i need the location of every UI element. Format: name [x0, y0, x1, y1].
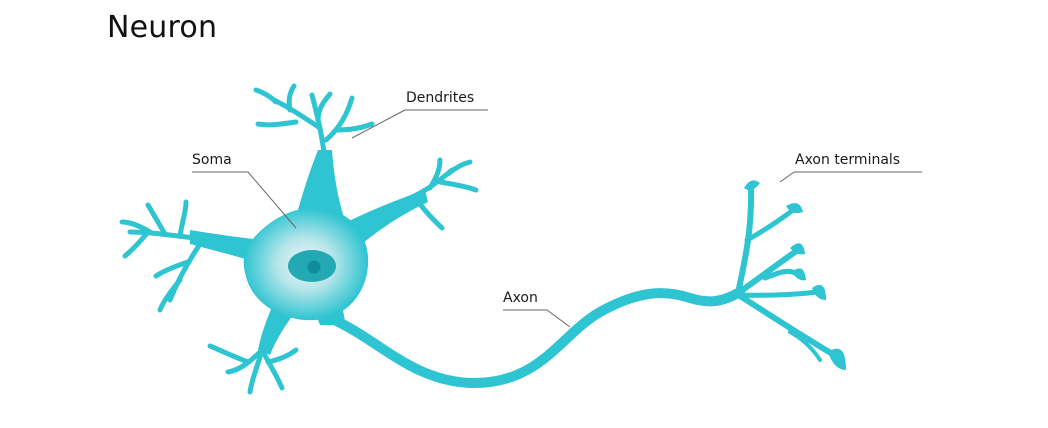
axon-terminals-leader	[779, 171, 922, 183]
axon-terminals-label: Axon terminals	[795, 152, 901, 168]
axon-leader	[503, 309, 571, 328]
dendrites-label: Dendrites	[406, 90, 475, 106]
soma-label: Soma	[192, 152, 232, 168]
nucleolus	[307, 260, 321, 274]
page-title: Neuron	[107, 10, 218, 45]
soma-leader	[192, 171, 297, 229]
neuron	[119, 83, 846, 395]
leader-lines	[192, 109, 922, 328]
axon-terminal-branches	[735, 185, 839, 362]
axon-label: Axon	[503, 290, 538, 306]
axon-terminal-buttons	[744, 180, 846, 370]
axon	[325, 287, 745, 389]
dendrites-leader	[351, 109, 488, 139]
dendrites	[119, 83, 479, 395]
